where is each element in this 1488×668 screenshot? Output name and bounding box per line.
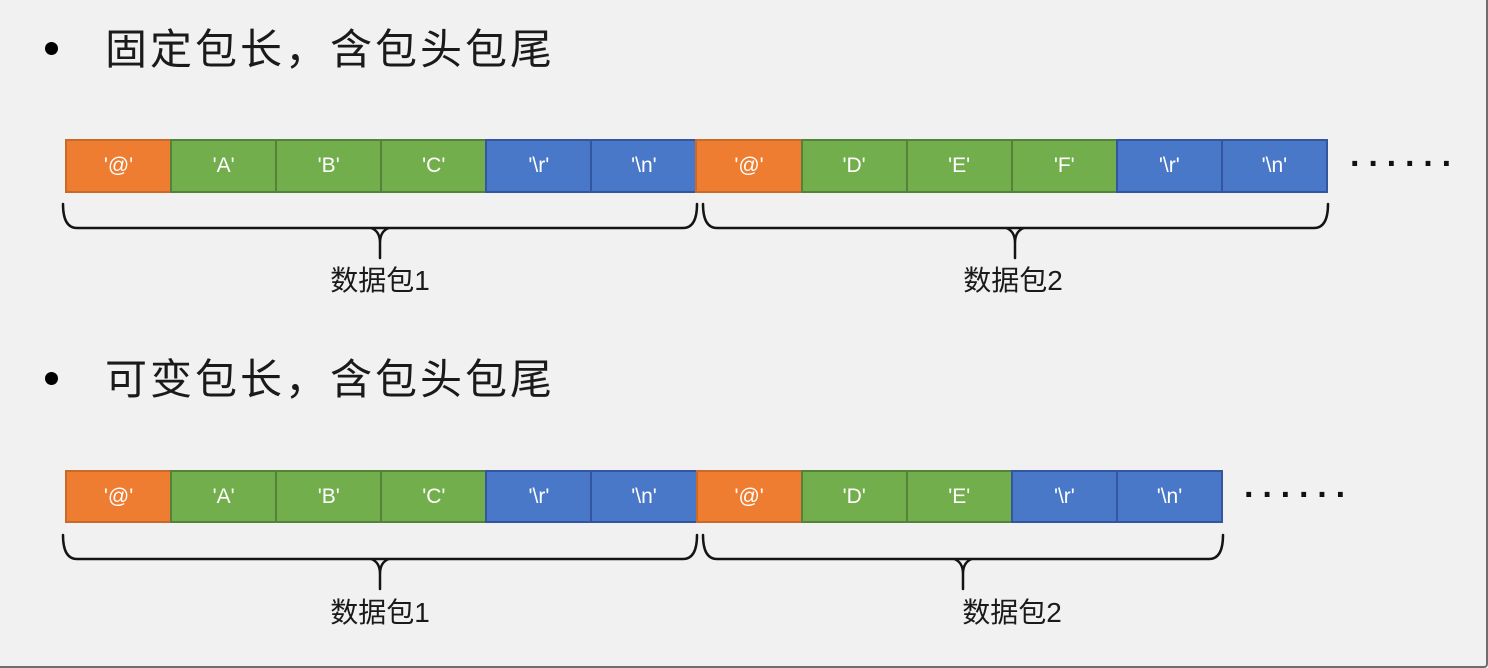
packet-label: 数据包2 [963,265,1063,296]
packet-label: 数据包1 [330,597,430,628]
byte-cell-tail: '\r' [485,470,593,523]
byte-cell-data: 'D' [800,470,908,523]
byte-cell-data: 'B' [275,139,383,193]
continuation-ellipsis: ······ [1350,145,1460,183]
byte-cell-tail: '\r' [1115,139,1223,193]
byte-cell-tail: '\n' [590,470,698,523]
packet-label: 数据包2 [962,597,1062,628]
bullet-item-variable-length: 可变包长，含包头包尾 [45,354,555,406]
byte-cell-data: 'F' [1010,139,1118,193]
byte-cell-header: '@' [695,470,803,523]
byte-cell-header: '@' [65,470,173,523]
byte-cell-data: 'E' [905,470,1013,523]
byte-cell-tail: '\r' [485,139,593,193]
byte-cell-data: 'D' [800,139,908,193]
bullet-item-fixed-length: 固定包长，含包头包尾 [45,24,555,76]
byte-cell-header: '@' [695,139,803,193]
byte-cell-header: '@' [65,139,173,193]
byte-cell-data: 'C' [380,139,488,193]
heading-variable-length: 可变包长，含包头包尾 [105,356,556,403]
bullet-icon [45,42,58,55]
packet-brace [61,202,699,260]
byte-cell-data: 'C' [380,470,488,523]
byte-row-variable: '@''A''B''C''\r''\n''@''D''E''\r''\n' [65,470,1224,523]
byte-cell-data: 'E' [905,139,1013,193]
byte-cell-tail: '\n' [1220,139,1328,193]
packet-brace [701,533,1225,591]
continuation-ellipsis: ······ [1244,476,1354,514]
heading-fixed-length: 固定包长，含包头包尾 [105,26,556,73]
byte-row-fixed: '@''A''B''C''\r''\n''@''D''E''F''\r''\n' [65,139,1328,193]
byte-cell-tail: '\n' [590,139,698,193]
byte-cell-tail: '\r' [1010,470,1118,523]
packet-brace [701,202,1330,260]
bullet-icon [45,372,58,385]
byte-cell-data: 'B' [275,470,383,523]
packet-brace [61,533,699,591]
byte-cell-data: 'A' [170,470,278,523]
packet-label: 数据包1 [330,265,430,296]
byte-cell-tail: '\n' [1115,470,1224,523]
byte-cell-data: 'A' [170,139,278,193]
